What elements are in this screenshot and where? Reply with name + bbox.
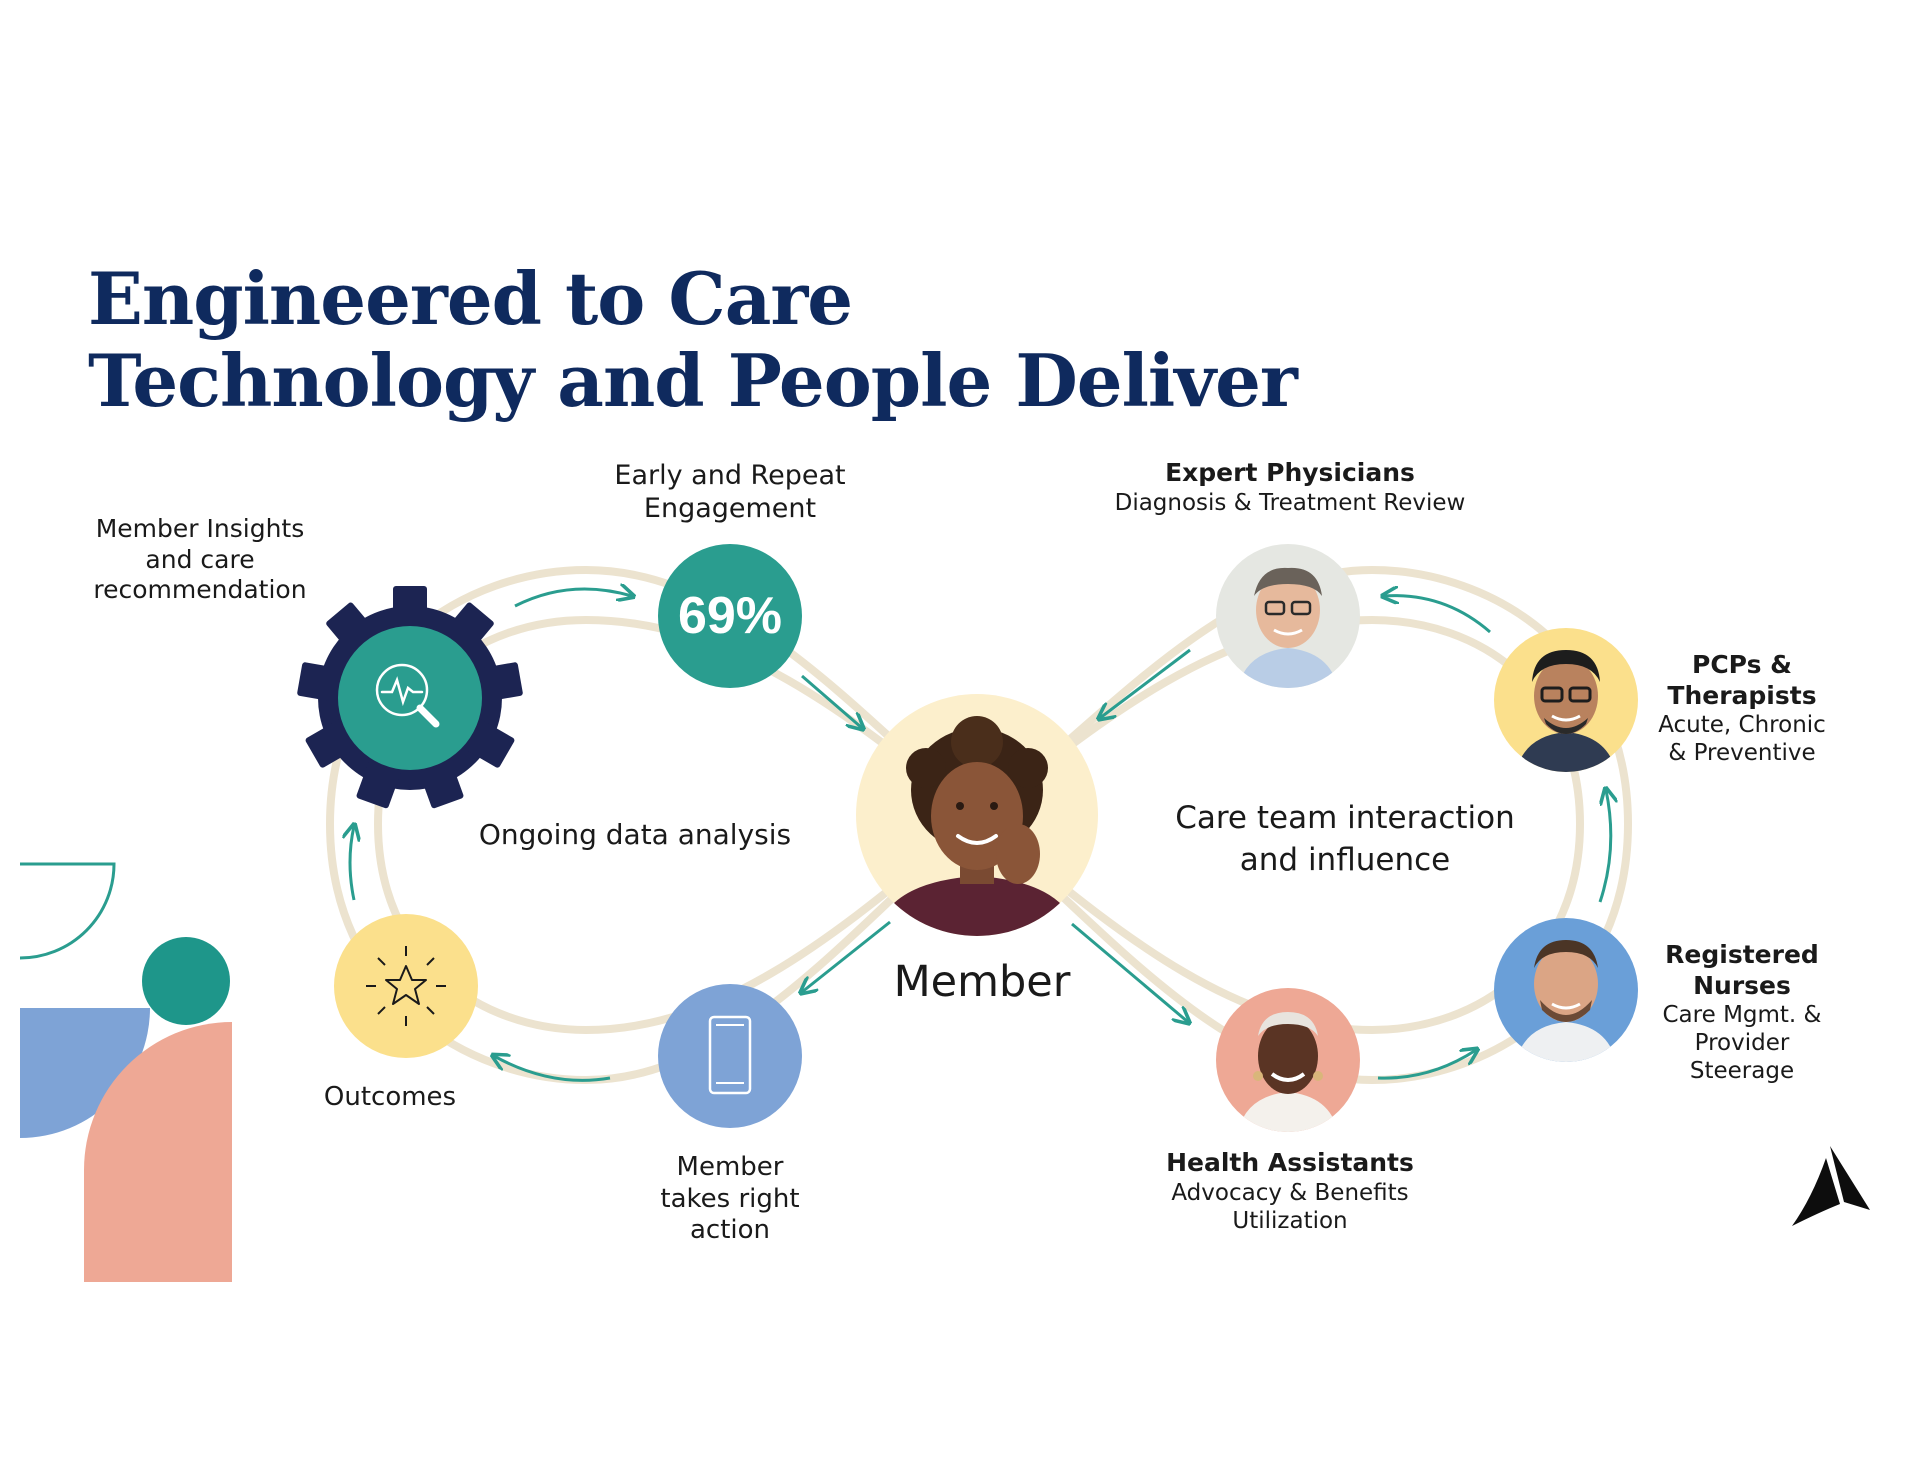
care-team-label: Care team interaction and influence bbox=[1175, 800, 1515, 878]
arrow-insights-to-engagement bbox=[514, 589, 632, 608]
physicians-label: Expert Physicians Diagnosis & Treatment … bbox=[1090, 458, 1490, 517]
arrow-physicians-to-member bbox=[1100, 648, 1191, 718]
decor-teal-outline-arc bbox=[19, 862, 116, 960]
decor-teal-dot bbox=[142, 937, 230, 1025]
title-line-2: Technology and People Deliver bbox=[88, 338, 1298, 423]
arrow-nurses-to-pcps bbox=[1600, 790, 1611, 903]
heartbeat-magnifier-icon bbox=[375, 663, 440, 728]
outcomes-circle bbox=[334, 914, 478, 1058]
member-label: Member bbox=[893, 957, 1071, 1007]
engagement-label: Early and Repeat Engagement bbox=[614, 460, 846, 524]
arrow-member-to-assistants bbox=[1071, 922, 1188, 1022]
nurse-portrait bbox=[1494, 918, 1638, 1062]
pcps-label: PCPs & Therapists Acute, Chronic & Preve… bbox=[1652, 650, 1832, 767]
decor-blue-half-disc bbox=[20, 1008, 150, 1138]
member-portrait bbox=[856, 694, 1098, 936]
arrow-outcomes-to-insights bbox=[350, 826, 354, 901]
gear-icon bbox=[297, 586, 523, 809]
action-label: Member takes right action bbox=[660, 1152, 800, 1246]
decor-salmon-arch bbox=[84, 1022, 232, 1282]
smartphone-icon bbox=[708, 1015, 752, 1095]
arrow-engagement-to-member bbox=[801, 674, 862, 728]
outcomes-label: Outcomes bbox=[323, 1082, 457, 1112]
physician-portrait bbox=[1216, 544, 1360, 688]
ongoing-analysis-label: Ongoing data analysis bbox=[478, 818, 792, 851]
decorative-shapes bbox=[19, 862, 232, 1282]
nurses-desc: Care Mgmt. & Provider Steerage bbox=[1662, 1002, 1822, 1085]
logo-mark-icon bbox=[1792, 1146, 1870, 1226]
assistant-portrait bbox=[1216, 988, 1360, 1132]
pcps-title: PCPs & Therapists bbox=[1667, 650, 1817, 710]
pcp-portrait bbox=[1494, 628, 1638, 772]
physicians-desc: Diagnosis & Treatment Review bbox=[1114, 489, 1466, 516]
arrow-action-to-outcomes bbox=[494, 1056, 611, 1082]
assistants-label: Health Assistants Advocacy & Benefits Ut… bbox=[1140, 1148, 1440, 1235]
engagement-stat-value: 69% bbox=[677, 587, 783, 645]
action-circle bbox=[658, 984, 802, 1128]
nurses-label: Registered Nurses Care Mgmt. & Provider … bbox=[1652, 940, 1832, 1085]
pcps-desc: Acute, Chronic & Preventive bbox=[1658, 712, 1826, 767]
insights-label: Member Insights and care recommendation bbox=[93, 514, 307, 604]
arrow-assistants-to-nurses bbox=[1377, 1050, 1476, 1080]
nurses-title: Registered Nurses bbox=[1665, 940, 1819, 1000]
physicians-title: Expert Physicians bbox=[1165, 458, 1415, 487]
engagement-stat-circle: 69% bbox=[658, 544, 802, 688]
title-line-1: Engineered to Care bbox=[88, 256, 853, 341]
flow-arrows bbox=[350, 589, 1611, 1082]
assistants-desc: Advocacy & Benefits Utilization bbox=[1171, 1179, 1409, 1234]
assistants-title: Health Assistants bbox=[1166, 1148, 1414, 1177]
arrow-member-to-action bbox=[802, 920, 891, 992]
page-title: Engineered to Care Technology and People… bbox=[88, 256, 1298, 423]
star-burst-icon bbox=[366, 946, 446, 1026]
arrow-pcps-to-physicians bbox=[1384, 596, 1491, 634]
